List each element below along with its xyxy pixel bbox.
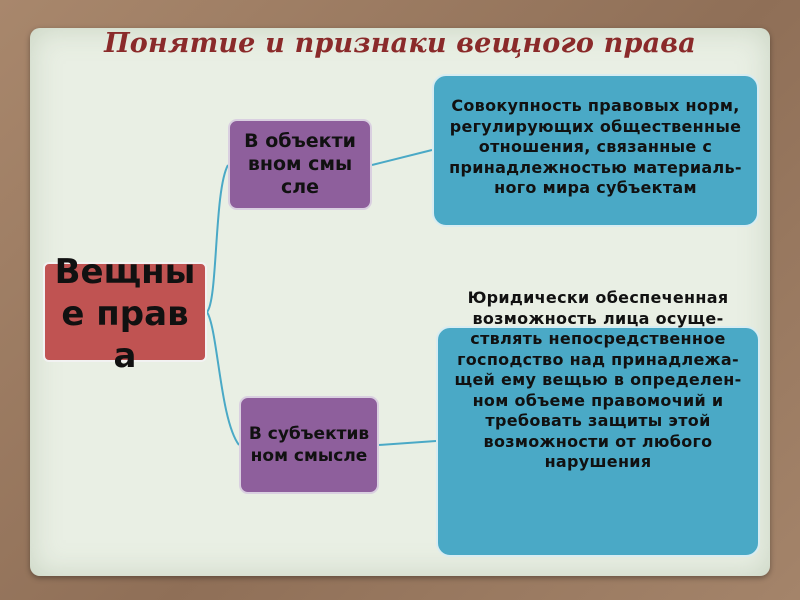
connector-objective-to-definition <box>371 149 433 166</box>
branch-objective: В объективном смысле <box>228 119 372 210</box>
definition-subjective-text: Юридически обеспеченная возможность лица… <box>454 288 742 471</box>
definition-objective-text: Совокупность правовых норм, регулирующих… <box>449 96 742 198</box>
root-node-label: Вещные права <box>54 252 196 376</box>
connector-subjective-to-definition <box>378 440 437 446</box>
definition-objective: Совокупность правовых норм, регулирующих… <box>432 74 759 227</box>
connector-root-to-subjective <box>206 311 240 446</box>
definition-subjective: Юридически обеспеченная возможность лица… <box>436 288 760 557</box>
branch-subjective: В субъективном смысле <box>239 396 379 494</box>
branch-objective-label: В объективном смысле <box>244 130 356 198</box>
slide-title: Понятие и признаки вещного права <box>104 28 696 59</box>
root-node: Вещные права <box>43 252 207 376</box>
connector-root-to-objective <box>206 164 229 313</box>
branch-subjective-label: В субъективном смысле <box>248 424 370 466</box>
